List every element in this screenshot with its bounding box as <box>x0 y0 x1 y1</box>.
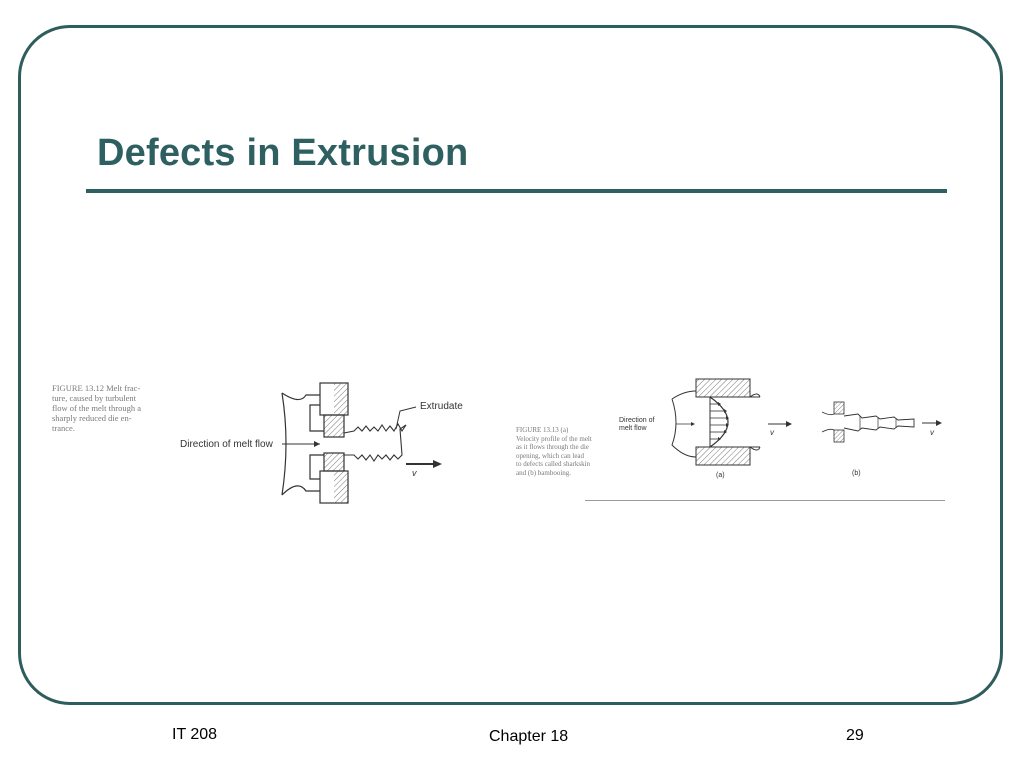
caption-line: FIGURE 13.12 Melt frac- <box>52 383 141 393</box>
slide-frame <box>18 25 1003 705</box>
footer-course-code: IT 208 <box>172 726 218 743</box>
extrudate-label: Extrudate <box>420 401 463 412</box>
caption-line: sharply reduced die en- <box>52 413 132 423</box>
velocity-profile-diagram <box>671 378 792 466</box>
slide-title: Defects in Extrusion <box>97 132 469 174</box>
caption-line: ture, caused by turbulent <box>52 393 137 403</box>
caption-line: Velocity profile of the melt <box>516 434 592 443</box>
figure-baseline-rule <box>585 500 945 501</box>
caption-line: as it flows through the die <box>516 443 589 451</box>
caption-line: opening, which can lead <box>516 451 585 460</box>
figure-13-12-caption: FIGURE 13.12 Melt frac- ture, caused by … <box>52 383 141 433</box>
direction-of-melt-flow-label: Direction of melt flow <box>619 417 654 433</box>
caption-line: and (b) bambooing. <box>516 468 572 477</box>
subfigure-label-a: (a) <box>716 472 725 479</box>
caption-line: FIGURE 13.13 (a) <box>516 426 569 434</box>
direction-label-line: melt flow <box>619 425 647 432</box>
velocity-label: v <box>930 428 934 437</box>
caption-line: to defects called sharkskin <box>516 460 591 468</box>
direction-label-line: Direction of <box>619 417 655 424</box>
figure-13-13-caption: FIGURE 13.13 (a) Velocity profile of the… <box>516 426 592 477</box>
subfigure-label-b: (b) <box>852 470 861 477</box>
melt-fracture-diagram <box>281 382 442 504</box>
bambooing-diagram <box>821 401 942 443</box>
caption-line: trance. <box>52 423 75 433</box>
footer-chapter: Chapter 18 <box>489 728 569 745</box>
title-underline <box>86 189 947 193</box>
footer-slide-number: 29 <box>846 727 864 744</box>
direction-of-melt-flow-label: Direction of melt flow <box>180 439 273 450</box>
velocity-label: v <box>770 428 774 437</box>
velocity-label: v <box>412 468 417 478</box>
caption-line: flow of the melt through a <box>52 403 141 413</box>
